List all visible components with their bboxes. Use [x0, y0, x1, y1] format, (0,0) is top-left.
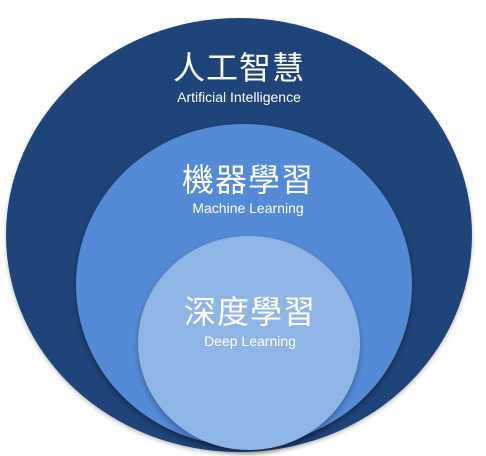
artificial-intelligence-title-en: Artificial Intelligence — [177, 89, 301, 105]
deep-learning-title-zh: 深度學習 — [183, 293, 316, 331]
machine-learning-title-en: Machine Learning — [192, 200, 304, 216]
machine-learning-title-zh: 機器學習 — [181, 161, 314, 199]
artificial-intelligence-title-zh: 人工智慧 — [172, 49, 305, 87]
deep-learning-circle — [138, 236, 360, 450]
deep-learning-title-en: Deep Learning — [204, 333, 296, 349]
